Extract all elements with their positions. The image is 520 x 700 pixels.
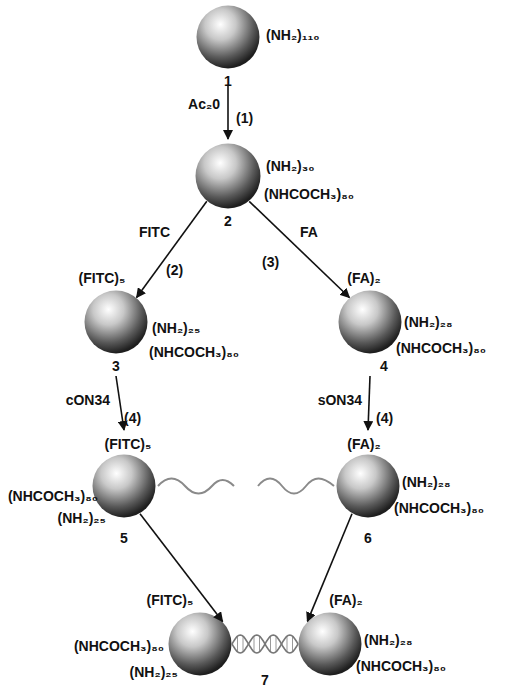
group-label: (NHCOCH₃)₈₀ xyxy=(356,658,446,675)
reaction-arrow xyxy=(249,201,349,297)
reaction-arrow xyxy=(227,85,229,139)
oligo-strand xyxy=(158,479,234,494)
group-label: (NH₂)₂₅ xyxy=(130,664,178,681)
sphere-body xyxy=(197,6,260,69)
sphere-shape xyxy=(338,290,402,354)
group-label: (NH₂)₂₈ xyxy=(402,474,451,491)
group-label: (NH₂)₂₈ xyxy=(364,632,413,649)
sphere-body xyxy=(339,291,402,354)
sphere-body xyxy=(196,144,261,209)
reagent-label: sON34 xyxy=(318,392,362,409)
sphere-body xyxy=(337,455,400,518)
step-number: (1) xyxy=(236,110,253,127)
sphere-body xyxy=(93,455,156,518)
step-number: (3) xyxy=(262,254,279,271)
group-label: (FA)₂ xyxy=(347,436,380,453)
oligo-strand xyxy=(258,479,334,494)
dna-duplex xyxy=(232,635,298,653)
dendrimer-sphere: (FA)₂(NH₂)₂₈(NHCOCH₃)₈₀ xyxy=(298,612,362,676)
sphere-shape xyxy=(336,454,400,518)
reagent-label: Ac₂0 xyxy=(188,96,220,113)
compound-number: 3 xyxy=(112,358,120,375)
dendrimer-sphere: (NH₂)₁₁₀1 xyxy=(196,5,260,69)
group-label: (NHCOCH₃)₈₀ xyxy=(264,186,354,203)
sphere-shape xyxy=(195,143,261,209)
reagent-label: cON34 xyxy=(66,392,110,409)
group-label: (NHCOCH₃)₈₀ xyxy=(394,500,484,517)
compound-number: 5 xyxy=(120,530,128,547)
group-label: (NH₂)₁₁₀ xyxy=(266,27,320,44)
reaction-arrow xyxy=(368,376,370,430)
compound-number: 4 xyxy=(380,358,388,375)
dendrimer-sphere: (FA)₂(NH₂)₂₈(NHCOCH₃)₈₀6 xyxy=(336,454,400,518)
group-label: (NH₂)₂₈ xyxy=(404,314,453,331)
dendrimer-sphere: (FITC)₅(NHCOCH₃)₈₀(NH₂)₂₅5 xyxy=(92,454,156,518)
step-number: (4) xyxy=(124,410,141,427)
group-label: (FA)₂ xyxy=(347,270,380,287)
group-label: (NH₂)₃₀ xyxy=(266,158,315,175)
sphere-shape xyxy=(92,454,156,518)
sphere-shape xyxy=(196,5,260,69)
reaction-arrow xyxy=(116,376,124,430)
group-label: (NHCOCH₃)₈₀ xyxy=(396,340,486,357)
reagent-label: FITC xyxy=(139,224,170,241)
reagent-label: FA xyxy=(300,224,318,241)
group-label: (FITC)₅ xyxy=(79,270,126,287)
group-label: (NHCOCH₃)₈₀ xyxy=(149,344,239,361)
sphere-body xyxy=(299,613,362,676)
compound-number: 6 xyxy=(364,530,372,547)
group-label: (NH₂)₂₅ xyxy=(152,320,200,337)
sphere-shape xyxy=(298,612,362,676)
step-number: (2) xyxy=(166,262,183,279)
group-label: (NHCOCH₃)₈₀ xyxy=(8,488,98,505)
dendrimer-sphere: (FA)₂(NH₂)₂₈(NHCOCH₃)₈₀4 xyxy=(338,290,402,354)
reaction-arrow xyxy=(137,201,207,297)
sphere-body xyxy=(85,291,148,354)
group-label: (NH₂)₂₅ xyxy=(58,510,106,527)
group-label: (FA)₂ xyxy=(329,592,362,609)
dendrimer-sphere: (NH₂)₃₀(NHCOCH₃)₈₀2 xyxy=(195,143,261,209)
compound-number: 2 xyxy=(224,213,232,230)
reaction-arrow xyxy=(307,514,352,622)
compound-number: 1 xyxy=(224,73,232,90)
dendrimer-sphere: (FITC)₅(NH₂)₂₅(NHCOCH₃)₈₀3 xyxy=(84,290,148,354)
group-label: (FITC)₅ xyxy=(147,592,194,609)
reaction-arrow xyxy=(140,514,223,622)
group-label: (FITC)₅ xyxy=(105,436,152,453)
sphere-shape xyxy=(84,290,148,354)
group-label: (NHCOCH₃)₈₀ xyxy=(74,638,164,655)
compound-number: 7 xyxy=(261,672,269,689)
dendrimer-sphere: (FITC)₅(NHCOCH₃)₈₀(NH₂)₂₅ xyxy=(168,612,232,676)
step-number: (4) xyxy=(376,410,393,427)
